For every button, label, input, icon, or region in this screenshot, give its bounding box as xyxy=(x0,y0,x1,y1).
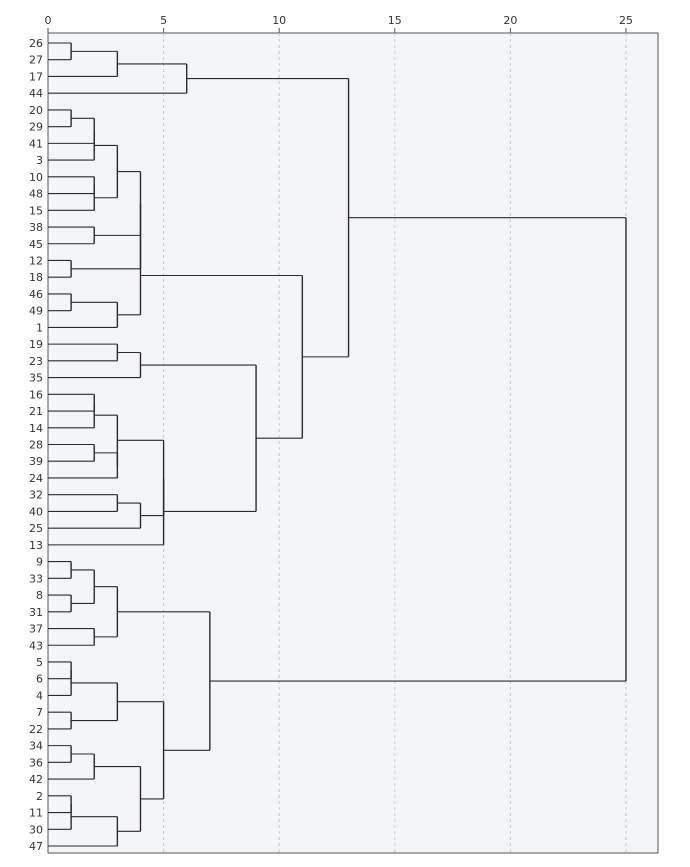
leaf-label-42: 42 xyxy=(29,773,43,786)
tick-label-15: 15 xyxy=(388,14,402,27)
leaf-label-20: 20 xyxy=(29,104,43,117)
leaf-label-31: 31 xyxy=(29,606,43,619)
leaf-label-34: 34 xyxy=(29,740,43,753)
leaf-label-33: 33 xyxy=(29,572,43,585)
tick-label-20: 20 xyxy=(503,14,517,27)
leaf-label-15: 15 xyxy=(29,204,43,217)
leaf-label-12: 12 xyxy=(29,254,43,267)
leaf-label-14: 14 xyxy=(29,422,43,435)
leaf-label-26: 26 xyxy=(29,37,43,50)
leaf-label-27: 27 xyxy=(29,54,43,67)
leaf-label-38: 38 xyxy=(29,221,43,234)
leaf-label-39: 39 xyxy=(29,455,43,468)
leaf-label-6: 6 xyxy=(36,673,43,686)
plot-area xyxy=(47,32,659,854)
leaf-label-4: 4 xyxy=(36,689,43,702)
leaf-label-11: 11 xyxy=(29,807,43,820)
leaf-label-3: 3 xyxy=(36,154,43,167)
leaf-label-13: 13 xyxy=(29,539,43,552)
tick-label-25: 25 xyxy=(619,14,633,27)
leaf-label-28: 28 xyxy=(29,439,43,452)
leaf-label-49: 49 xyxy=(29,305,43,318)
leaf-label-19: 19 xyxy=(29,338,43,351)
leaf-label-40: 40 xyxy=(29,505,43,518)
leaf-label-21: 21 xyxy=(29,405,43,418)
leaf-label-46: 46 xyxy=(29,288,43,301)
leaf-label-10: 10 xyxy=(29,171,43,184)
leaf-label-25: 25 xyxy=(29,522,43,535)
leaf-label-32: 32 xyxy=(29,489,43,502)
leaf-label-35: 35 xyxy=(29,372,43,385)
leaf-label-16: 16 xyxy=(29,388,43,401)
leaf-label-48: 48 xyxy=(29,188,43,201)
leaf-label-30: 30 xyxy=(29,823,43,836)
leaf-label-17: 17 xyxy=(29,70,43,83)
leaf-label-29: 29 xyxy=(29,121,43,134)
tick-label-5: 5 xyxy=(160,14,167,27)
tick-label-10: 10 xyxy=(272,14,286,27)
leaf-label-2: 2 xyxy=(36,790,43,803)
leaf-label-18: 18 xyxy=(29,271,43,284)
leaf-label-44: 44 xyxy=(29,87,43,100)
leaf-label-8: 8 xyxy=(36,589,43,602)
leaf-label-7: 7 xyxy=(36,706,43,719)
leaf-label-22: 22 xyxy=(29,723,43,736)
leaf-label-36: 36 xyxy=(29,756,43,769)
leaf-label-47: 47 xyxy=(29,840,43,853)
leaf-label-45: 45 xyxy=(29,238,43,251)
leaf-label-41: 41 xyxy=(29,137,43,150)
leaf-label-37: 37 xyxy=(29,623,43,636)
leaf-label-9: 9 xyxy=(36,556,43,569)
tick-label-0: 0 xyxy=(45,14,52,27)
leaf-label-1: 1 xyxy=(36,321,43,334)
leaf-label-23: 23 xyxy=(29,355,43,368)
leaf-label-5: 5 xyxy=(36,656,43,669)
leaf-label-43: 43 xyxy=(29,639,43,652)
leaf-label-24: 24 xyxy=(29,472,43,485)
